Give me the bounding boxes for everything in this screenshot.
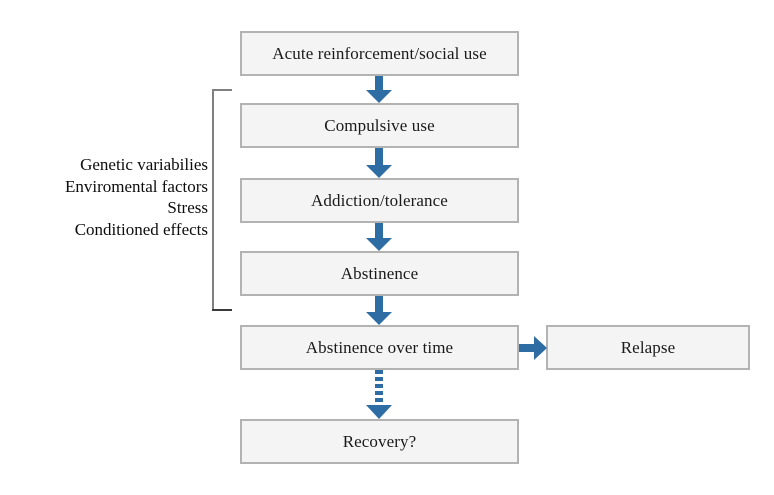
bracket-top-tick bbox=[212, 89, 232, 91]
node-abstinence[interactable]: Abstinence bbox=[240, 251, 519, 296]
node-relapse[interactable]: Relapse bbox=[546, 325, 750, 370]
bracket-bottom-tick bbox=[212, 309, 232, 311]
factor-line-conditioned-effects: Conditioned effects bbox=[74, 219, 208, 239]
node-abstinence-over-time[interactable]: Abstinence over time bbox=[240, 325, 519, 370]
arrow-compulsive-to-addiction-icon bbox=[366, 148, 392, 178]
factor-line-genetic-variabilies: Genetic variabilies bbox=[80, 155, 208, 174]
arrow-head bbox=[366, 90, 392, 103]
arrow-head bbox=[366, 312, 392, 325]
arrow-over-time-to-relapse-icon bbox=[519, 336, 547, 360]
arrow-shaft bbox=[375, 223, 383, 238]
arrow-shaft bbox=[519, 344, 535, 352]
node-recovery[interactable]: Recovery? bbox=[240, 419, 519, 464]
dotted-arrow-over-time-to-recovery-icon bbox=[366, 370, 392, 419]
factor-line-stress: Stress bbox=[167, 198, 208, 217]
grouping-bracket bbox=[212, 89, 234, 311]
node-addiction-tolerance[interactable]: Addiction/tolerance bbox=[240, 178, 519, 223]
factors-label-group: Genetic variabilies Enviromental factors… bbox=[0, 154, 208, 240]
arrow-head bbox=[366, 238, 392, 251]
dotted-arrow-head bbox=[366, 405, 392, 419]
node-compulsive-use[interactable]: Compulsive use bbox=[240, 103, 519, 148]
arrow-acute-to-compulsive-icon bbox=[366, 76, 392, 103]
arrow-shaft bbox=[375, 148, 383, 165]
arrow-abstinence-to-over-time-icon bbox=[366, 296, 392, 325]
arrow-shaft bbox=[375, 296, 383, 312]
arrow-head bbox=[534, 336, 547, 360]
arrow-head bbox=[366, 165, 392, 178]
arrow-shaft bbox=[375, 76, 383, 90]
factor-line-enviromental-factors: Enviromental factors bbox=[64, 176, 208, 196]
bracket-vertical-line bbox=[212, 89, 214, 311]
dotted-arrow-shaft bbox=[375, 370, 383, 406]
arrow-addiction-to-abstinence-icon bbox=[366, 223, 392, 251]
node-acute-reinforcement[interactable]: Acute reinforcement/social use bbox=[240, 31, 519, 76]
